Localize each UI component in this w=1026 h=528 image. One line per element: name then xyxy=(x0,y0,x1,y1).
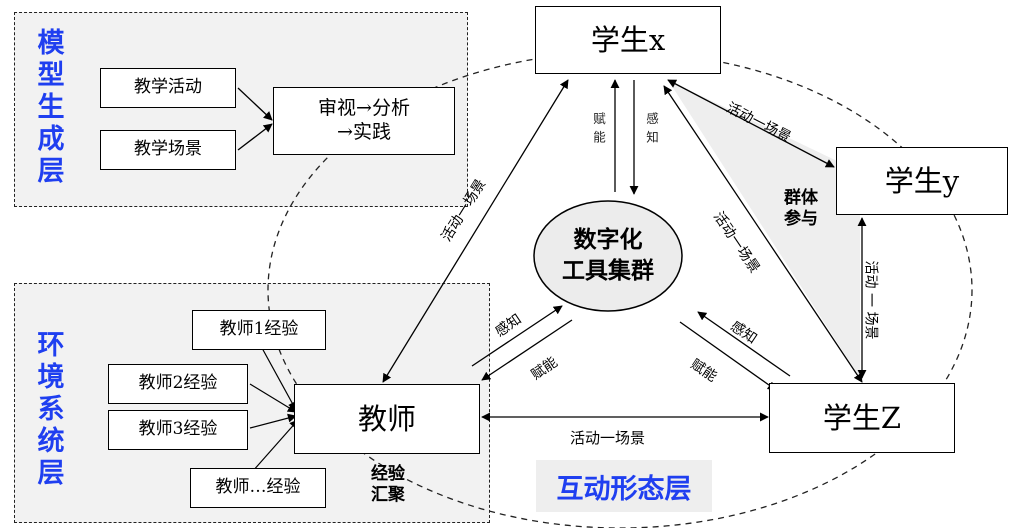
group-line-2: 参与 xyxy=(784,209,818,229)
student-z-node: 学生Z xyxy=(769,383,955,453)
empower-label-x: 赋能 xyxy=(591,112,606,149)
student-x-node: 学生x xyxy=(535,6,721,74)
arrow-empower-to-teacher xyxy=(481,319,573,381)
arrow-student-x-student-z xyxy=(663,85,863,383)
arrow-scene-to-process xyxy=(237,123,273,151)
arrow-activity-to-process xyxy=(237,87,273,121)
student-y-node: 学生y xyxy=(836,147,1008,215)
tool-cluster-line-2: 工具集群 xyxy=(562,258,654,284)
arrow-exp1-to-teacher xyxy=(261,347,297,411)
arrow-exp2-to-teacher xyxy=(249,383,297,413)
activity-scene-label-teacher-z: 活动一场景 xyxy=(570,429,646,447)
arrow-empower-to-student-z xyxy=(679,321,777,391)
arrow-teacher-student-x xyxy=(382,79,569,383)
environment-layer-title: 环境系统层 xyxy=(37,330,65,489)
group-line-1: 群体 xyxy=(784,188,818,208)
teacher-n-experience-box: 教师…经验 xyxy=(190,468,326,508)
gather-line-2: 汇聚 xyxy=(371,485,405,505)
arrow-expn-to-teacher xyxy=(251,419,299,473)
arrow-exp3-to-teacher xyxy=(249,413,297,429)
tool-cluster-label: 数字化 工具集群 xyxy=(548,225,668,287)
activity-scene-label-y-z: 活动 一 场景 xyxy=(862,260,879,340)
process-line-2: →实践 xyxy=(337,121,391,143)
perceive-label-x: 感知 xyxy=(644,112,659,149)
review-analyze-practice-box: 审视→分析 →实践 xyxy=(273,87,455,155)
gather-line-1: 经验 xyxy=(371,464,405,484)
interaction-layer-title: 互动形态层 xyxy=(536,460,712,512)
group-participation-label: 群体 参与 xyxy=(779,188,823,230)
experience-gathering-label: 经验 汇聚 xyxy=(364,464,412,506)
process-line-1: 审视→分析 xyxy=(318,97,410,120)
teacher-2-experience-box: 教师2经验 xyxy=(108,364,248,404)
teaching-scene-box: 教学场景 xyxy=(100,130,236,170)
model-layer-title: 模型生成层 xyxy=(37,28,65,187)
teacher-1-experience-box: 教师1经验 xyxy=(192,310,326,350)
teacher-node: 教师 xyxy=(294,384,480,454)
arrow-perceive-from-teacher xyxy=(471,305,563,367)
arrow-perceive-from-student-z xyxy=(697,311,791,377)
tool-cluster-line-1: 数字化 xyxy=(573,227,643,253)
teaching-activity-box: 教学活动 xyxy=(100,68,236,108)
teacher-3-experience-box: 教师3经验 xyxy=(108,410,248,450)
